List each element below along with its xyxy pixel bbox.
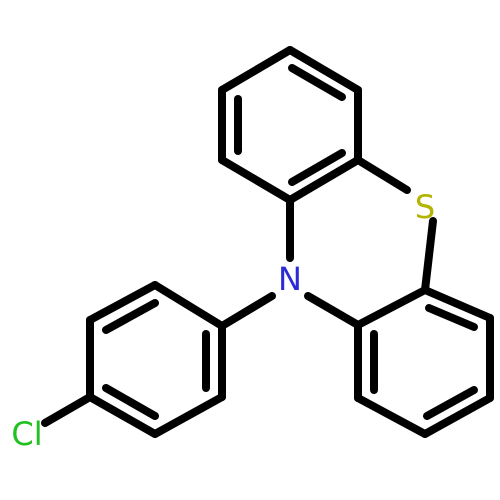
double-bond-inner — [288, 149, 346, 186]
bond — [354, 156, 411, 194]
nitrogen-atom-label: N — [278, 260, 302, 298]
bond — [218, 46, 294, 94]
bond — [286, 156, 362, 204]
double-bond-inner — [102, 299, 159, 334]
double-bond-inner — [288, 64, 346, 101]
bond — [41, 393, 94, 427]
bond — [218, 156, 294, 204]
bond — [304, 292, 362, 329]
bond — [286, 46, 362, 94]
bond — [421, 286, 494, 322]
bond — [151, 281, 226, 330]
double-bond-inner — [102, 384, 159, 420]
bond — [218, 292, 276, 330]
double-bond-inner — [425, 304, 478, 331]
upper-benzene-ring — [218, 46, 362, 204]
bond — [421, 394, 494, 438]
central-ring — [286, 156, 437, 329]
lower-right-benzene-ring — [354, 286, 494, 438]
bond — [86, 281, 159, 324]
sulfur-atom-label: S — [415, 188, 435, 226]
double-bond-inner — [423, 386, 478, 420]
bond — [354, 286, 429, 329]
bond — [86, 393, 159, 438]
chlorophenyl-ring — [86, 281, 226, 438]
bond — [421, 217, 437, 294]
chlorine-atom-label: Cl — [11, 415, 42, 453]
bond — [354, 394, 429, 438]
bond — [151, 393, 226, 438]
